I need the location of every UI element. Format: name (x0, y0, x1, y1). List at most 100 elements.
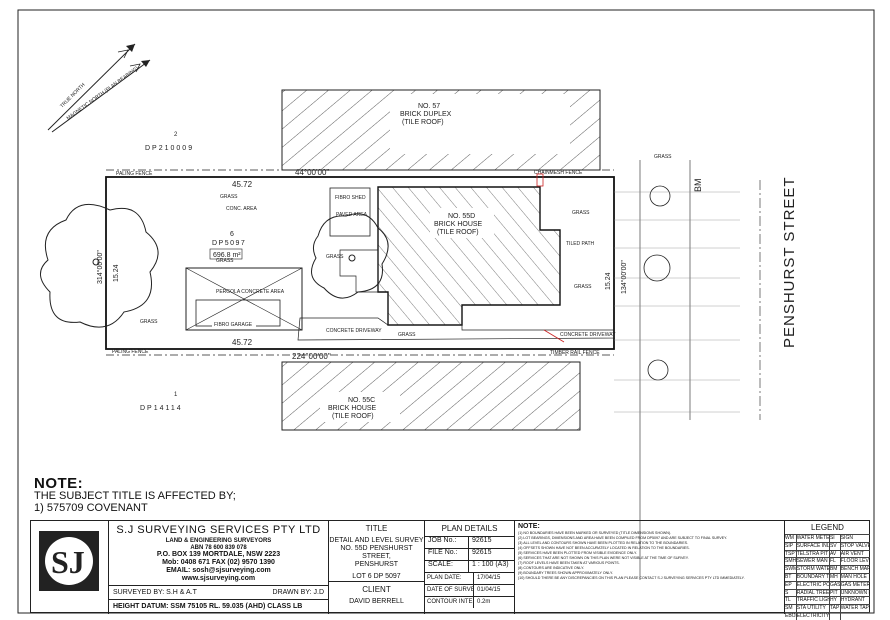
company-sub-2: ABN 78 600 839 078 (190, 544, 247, 551)
pergola-label: PERGOLA CONCRETE AREA (216, 289, 285, 295)
legend-desc: WATER TAP (839, 605, 869, 612)
legend-desc: MAN HOLE (839, 573, 870, 581)
legend-desc: AIR VENT (839, 550, 870, 558)
building-55d-roof: (TILE ROOF) (437, 229, 479, 236)
legend-desc: SIGN (839, 535, 870, 542)
height-datum: HEIGHT DATUM: SSM 75105 RL. 59.035 (AHD)… (109, 599, 329, 614)
note-line-1: THE SUBJECT TITLE IS AFFECTED BY; (34, 490, 236, 502)
legend-desc: ELECTRIC POLE (795, 581, 829, 589)
shed-label: FIBRO SHED (335, 195, 366, 201)
legend-desc: SURFACE INLET PIT (795, 542, 829, 550)
grass-label-2: GRASS (140, 319, 158, 325)
legend-code: BM (828, 566, 840, 573)
note-8: (8) CONTOURS ARE INDICATIVE ONLY. (518, 566, 585, 570)
legend-row: EBOXELECTRICITY BOX (785, 611, 870, 620)
drawn-by: DRAWN BY: J.D (272, 589, 324, 596)
grass-label-3: GRASS (574, 284, 592, 290)
small-trees-icon (643, 185, 671, 381)
driveway-label-2: CONCRETE DRIVEWAY (560, 332, 616, 338)
plan-details: PLAN DETAILS JOB No.:92615 FILE No.:9261… (425, 521, 515, 614)
grass-label-6: GRASS (216, 258, 234, 264)
building-57-no: NO. 57 (418, 103, 440, 110)
note-9: (9) BOUNDARY TREES SHOWN APPROXIMATELY O… (518, 571, 613, 575)
company-name: S.J SURVEYING SERVICES PTY LTD (116, 524, 321, 536)
legend-desc: STOP VALVE (839, 542, 870, 550)
note-2: (2) LOT BEARINGS, DIMENSIONS AND AREA HA… (518, 536, 728, 540)
plan-details-head: PLAN DETAILS (425, 521, 514, 537)
company-sub-3: P.O. BOX 139 MORTDALE, NSW 2223 (156, 551, 281, 558)
paved-area-label: PAVED AREA (336, 212, 368, 218)
grass-label-5: GRASS (654, 154, 672, 160)
grass-label-1: GRASS (220, 194, 238, 200)
contour-label: CONTOUR INTERVAL: (427, 599, 473, 605)
lot-area: 696.8 m² (213, 252, 241, 259)
east-bearing: 134°00'00" (620, 260, 628, 294)
dp-lot: DP5097 (212, 240, 246, 247)
legend-code (828, 612, 840, 620)
note-10: (10) SHOULD THERE BE ANY DISCREPANCIES O… (518, 576, 745, 580)
legend-head: LEGEND (811, 523, 844, 532)
legend-code: BT (785, 573, 792, 580)
legend-code: SI (828, 535, 840, 542)
legend-desc: STORM WATER MH (795, 566, 829, 573)
building-55d: NO. 55D BRICK HOUSE (TILE ROOF) (377, 186, 561, 326)
tree-middle-icon (311, 213, 389, 299)
file-no: 92615 (468, 549, 491, 560)
legend-code: TL (785, 597, 791, 604)
note-5: (5) SERVICES HAVE BEEN PLOTTED FROM VISI… (518, 551, 637, 555)
legend-desc: WATER METER (795, 535, 829, 542)
lot-boundary (105, 169, 615, 356)
legend-code: PIT (828, 589, 838, 597)
covenant-note: NOTE: THE SUBJECT TITLE IS AFFECTED BY; … (34, 475, 236, 514)
legend-desc: HYDRANT (839, 597, 870, 605)
title-line-2: NO. 55D PENSHURST STREET, (340, 545, 413, 560)
company-sub-6: www.sjsurveying.com (181, 575, 256, 582)
client-head: CLIENT (362, 585, 391, 594)
legend-code: GAS (828, 581, 840, 589)
north-length: 45.72 (232, 180, 253, 189)
building-55c: NO. 55C BRICK HOUSE (TILE ROOF) (281, 361, 581, 431)
plan-date: 17/04/15 (473, 573, 500, 584)
survey-notes: NOTE: (1) NO BOUNDARIES HAVE BEEN MARKED… (515, 521, 785, 614)
building-55c-no: NO. 55C (348, 397, 375, 404)
legend-code: EBOX (785, 612, 796, 619)
survey-date-label: DATE OF SURVEY: (427, 587, 473, 593)
legend-code: SIP (785, 542, 794, 549)
survey-date: 01/04/15 (473, 585, 500, 596)
street-name: PENSHURST STREET (781, 176, 798, 348)
building-57-roof: (TILE ROOF) (402, 119, 444, 126)
grass-label-8: GRASS (398, 332, 416, 338)
company-sub-5: EMAIL: sosh@sjsurveying.com (166, 567, 271, 574)
note-title: NOTE: (34, 475, 84, 492)
timber-fence: TIMBER RAIL FENCE (550, 350, 600, 356)
title-line-3: PENSHURST (354, 561, 399, 568)
legend-desc: ELECTRICITY BOX (795, 612, 829, 620)
company-sub-4: Mob: 0408 671 FAX (02) 9570 1390 (162, 559, 275, 566)
legend-code: WM (785, 535, 794, 541)
contour-interval: 0.2m (473, 597, 490, 608)
fibro-garage: FIBRO GARAGE (185, 267, 303, 331)
building-55d-type: BRICK HOUSE (434, 221, 483, 228)
conc-area-label: CONC. AREA (226, 206, 258, 212)
paling-fence-south: PALING FENCE (112, 349, 149, 355)
east-length: 15.24 (605, 272, 612, 290)
legend-desc: RADIAL TREE SPREAD (795, 589, 829, 597)
plan-date-label: PLAN DATE: (427, 575, 462, 581)
legend-code: SWMH (785, 566, 796, 573)
client-name: DAVID BERRELL (349, 598, 404, 605)
legend-desc: TELSTRA PIT (795, 550, 829, 558)
legend-code: SMH (785, 558, 796, 565)
company-sub-1: LAND & ENGINEERING SURVEYORS (165, 538, 272, 544)
south-bearing: 224°00'00" (292, 352, 331, 361)
lot-number: 6 (230, 231, 234, 238)
grass-label-4: GRASS (572, 210, 590, 216)
tiled-path-label: TILED PATH (566, 241, 595, 247)
legend-desc: STA UTILITY (795, 605, 829, 612)
